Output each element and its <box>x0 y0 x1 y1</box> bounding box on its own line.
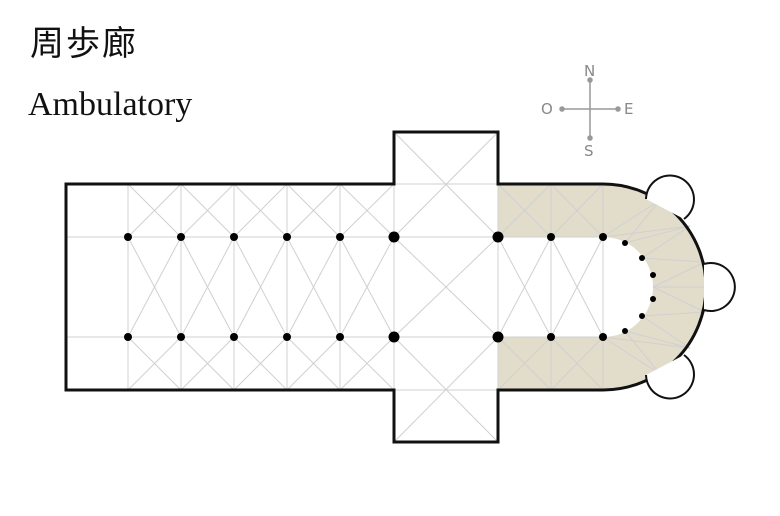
piers <box>124 231 656 343</box>
compass <box>559 77 621 141</box>
chapel-south <box>645 354 695 400</box>
compass-north-label: N <box>584 62 595 80</box>
title-japanese: 周歩廊 <box>30 24 138 64</box>
compass-south-label: S <box>584 142 594 160</box>
title-english: Ambulatory <box>28 86 193 123</box>
compass-east-label: E <box>624 100 633 118</box>
radiating-chapels <box>645 174 736 400</box>
vault-lines <box>66 131 706 443</box>
outer-walls <box>64 130 708 444</box>
chapel-north <box>645 174 695 220</box>
compass-west-label: O <box>541 100 553 118</box>
chapel-east <box>703 262 736 312</box>
